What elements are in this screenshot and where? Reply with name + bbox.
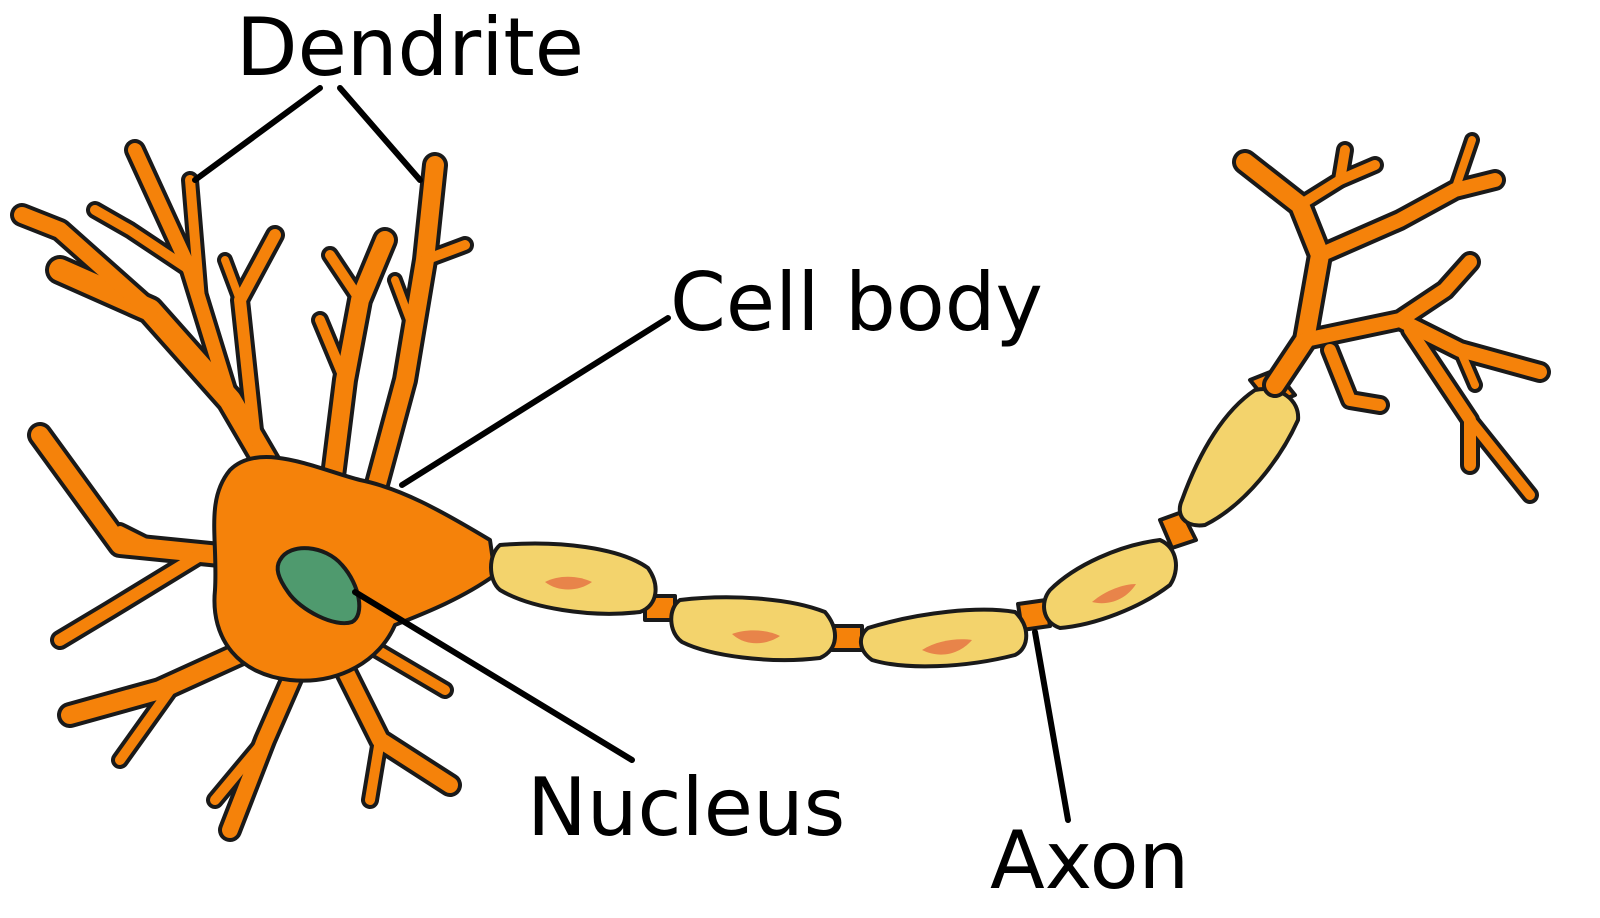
myelin-sheath bbox=[1177, 387, 1301, 528]
leader-lines bbox=[192, 85, 1071, 823]
terminal-fills bbox=[1236, 136, 1547, 500]
myelin-mark bbox=[545, 576, 592, 590]
label-axon: Axon bbox=[990, 814, 1189, 907]
axon-terminal bbox=[1232, 132, 1551, 504]
label-nucleus: Nucleus bbox=[527, 761, 845, 854]
axon-leader bbox=[1032, 629, 1071, 823]
axon bbox=[489, 368, 1301, 669]
dendrite-tree bbox=[10, 139, 474, 842]
dendrite-leader-right bbox=[337, 85, 423, 183]
label-cell-body: Cell body bbox=[670, 256, 1043, 349]
dendrite-leader-left bbox=[192, 85, 323, 183]
myelin-sheath bbox=[669, 595, 837, 662]
label-dendrite: Dendrite bbox=[236, 1, 584, 94]
myelin-mark bbox=[922, 639, 972, 655]
cell-body bbox=[212, 455, 497, 683]
nucleus-leader bbox=[352, 589, 635, 763]
myelin-mark bbox=[732, 630, 780, 644]
myelin-mark bbox=[1092, 584, 1136, 604]
node-of-ranvier bbox=[1158, 510, 1198, 550]
myelin-sheath bbox=[859, 607, 1029, 669]
nucleus bbox=[275, 546, 362, 626]
myelin-sheath bbox=[1042, 538, 1178, 630]
cell-body-leader bbox=[399, 315, 671, 488]
